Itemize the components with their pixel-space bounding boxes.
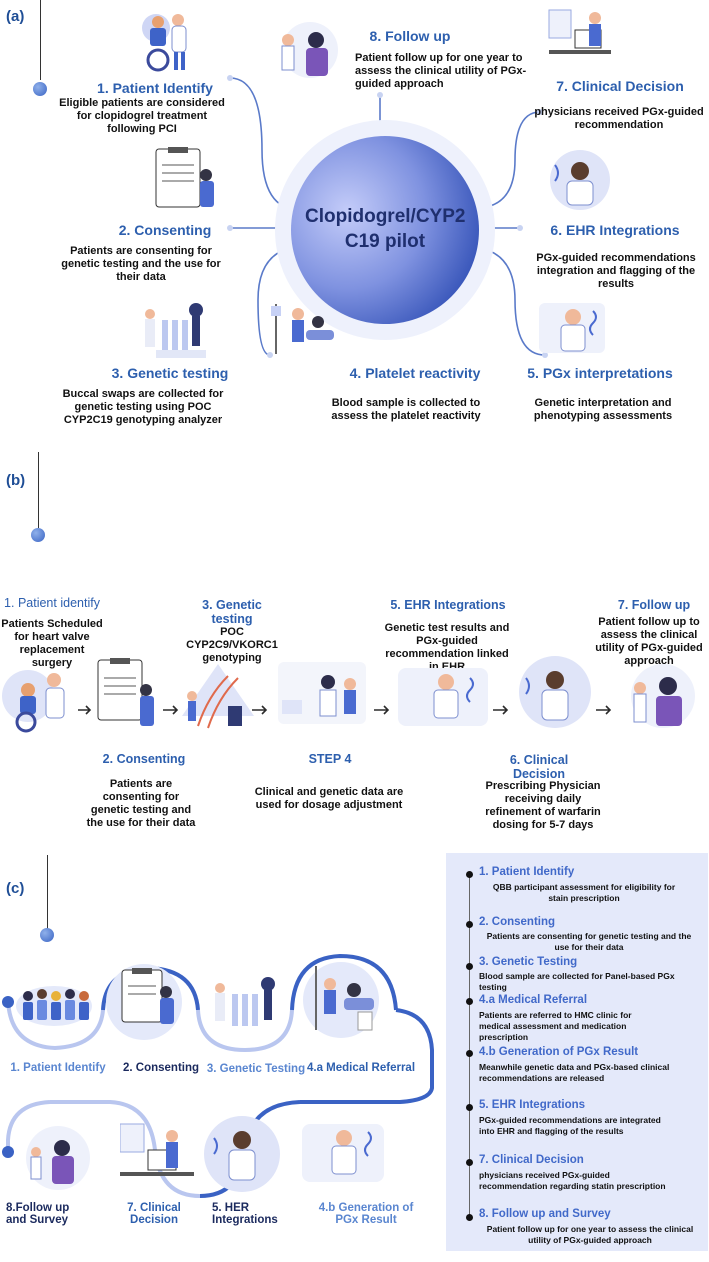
b-step-5-title: 5. EHR Integrations [390,598,506,612]
b-doctor-ehr-icon [398,668,488,726]
b-step-1-title: 1. Patient identify [4,596,100,610]
c-list-bullet-3 [466,963,473,970]
b-step-7-title: 7. Follow up [617,598,691,612]
c-list-desc-1: QBB participant assessment for eligibili… [492,882,676,903]
c-flow-label-3: 3. Genetic Testing [206,1063,306,1075]
c-list-title-4a: 4.a Medical Referral [479,994,588,1006]
a-step-2-desc: Patients are consenting for genetic test… [61,245,221,283]
b-step-1-desc: Patients Scheduled for heart valve repla… [1,618,103,669]
c-clinical-decision-icon [120,1123,194,1176]
c-flow-label-2: 2. Consenting [122,1062,200,1074]
c-list-desc-2: Patients are consenting for genetic test… [486,931,692,952]
a-step-8-desc: Patient follow up for one year to assess… [355,52,527,90]
c-consent-form-icon [106,964,182,1040]
c-list-timeline [469,872,470,1218]
b-step-3-title: 3. Genetic testing [202,598,262,626]
c-list-bullet-8 [466,1214,473,1221]
a-step-1-title: 1. Patient Identify [97,80,213,96]
b-step-2-title: 2. Consenting [102,752,186,766]
b-step-3-desc: POC CYP2C9/VKORC1 genotyping [186,626,278,664]
a-step-3-desc: Buccal swaps are collected for genetic t… [62,388,224,426]
blood-draw-icon [271,304,334,354]
a-step-7-desc: physicians received PGx-guided recommend… [534,106,704,131]
panel-c-pin-dot [40,928,54,942]
b-patient-wheelchair-icon [2,670,65,733]
panel-c-pin-line [47,855,48,933]
c-list-desc-5: PGx-guided recommendations are integrate… [479,1115,661,1136]
c-list-title-1: 1. Patient Identify [479,866,575,878]
a-step-1-desc: Eligible patients are considered for clo… [59,97,225,135]
b-step-6-desc: Prescribing Physician receiving daily re… [485,780,601,831]
dosage-lab-icon [278,662,366,724]
b-step-5-desc: Genetic test results and PGx-guided reco… [384,622,510,673]
b-clinical-decision-icon [519,656,591,728]
c-list-desc-4a: Patients are referred to HMC clinic for … [479,1010,632,1042]
patient-wheelchair-icon [142,14,187,72]
panel-a-label: (a) [6,8,25,25]
b-step-6-title: 6. Clinical Decision [509,753,569,781]
b-step-2-desc: Patients are consenting for genetic test… [86,778,196,829]
c-list-title-4b: 4.b Generation of PGx Result [479,1046,639,1058]
a-step-5-desc: Genetic interpretation and phenotyping a… [533,397,673,422]
c-list-bullet-7 [466,1159,473,1166]
lab-testing-icon [145,303,206,358]
c-list-title-5: 5. EHR Integrations [479,1099,586,1111]
c-list-bullet-4b [466,1050,473,1057]
c-lab-testing-icon [215,977,275,1026]
a-step-4-desc: Blood sample is collected to assess the … [331,397,481,422]
c-list-desc-7: physicians received PGx-guided recommend… [479,1170,666,1191]
b-follow-up-icon [631,664,695,728]
a-step-6-desc: PGx-guided recommendations integration a… [536,252,696,290]
c-pgx-result-icon [302,1124,384,1182]
c-flow-label-5: 5. HER Integrations [212,1202,278,1226]
panel-c-label: (c) [6,880,25,897]
follow-up-icon [281,22,338,78]
dna-robot-icon [182,664,254,729]
panel-a-connectors [227,75,548,358]
b-consent-form-icon [97,658,154,726]
a-step-5-title: 5. PGx interpretations [527,365,673,381]
c-list-desc-4b: Meanwhile genetic data and PGx-based cli… [479,1062,670,1083]
c-list-bullet-4a [466,998,473,1005]
b-step-7-desc: Patient follow up to assess the clinical… [595,616,703,667]
panel-b-pin-dot [31,528,45,542]
panel-b-pin-line [38,452,39,528]
group-patients-icon [16,986,92,1026]
c-steps-panel [446,853,708,1251]
clinical-decision-icon [548,9,611,54]
consent-form-icon [155,147,214,208]
pgx-interpretation-icon [539,303,605,353]
c-list-desc-3: Blood sample are collected for Panel-bas… [479,971,675,992]
c-blood-draw-icon [303,962,379,1038]
center-label: Clopidogrel/CYP2 C19 pilot [305,206,466,252]
c-list-desc-8: Patient follow up for one year to assess… [486,1224,694,1245]
a-step-2-title: 2. Consenting [118,222,212,238]
c-flow-label-1: 1. Patient Identify [10,1062,106,1074]
center-circle [291,136,479,324]
c-doctor-ehr-icon [204,1116,280,1192]
c-list-bullet-5 [466,1104,473,1111]
doctor-ehr-icon [550,150,610,210]
c-list-title-7: 7. Clinical Decision [479,1154,584,1166]
c-flow-label-8: 8.Follow up and Survey [6,1202,70,1226]
c-list-title-2: 2. Consenting [479,916,556,928]
c-flow-label-7: 7. Clinical Decision [127,1202,181,1226]
b-step-4-desc: Clinical and genetic data are used for d… [254,786,404,811]
b-step-4-title: STEP 4 [308,752,352,766]
c-list-title-3: 3. Genetic Testing [479,956,578,968]
panel-b-label: (b) [6,472,26,489]
a-step-6-title: 6. EHR Integrations [550,222,680,238]
c-follow-up-icon [26,1126,90,1190]
a-step-4-title: 4. Platelet reactivity [349,365,481,381]
c-flow-label-4a: 4.a Medical Referral [306,1062,416,1074]
c-list-title-8: 8. Follow up and Survey [479,1208,611,1220]
c-flow-label-4b: 4.b Generation of PGx Result [318,1202,414,1226]
panel-a-pin-dot [33,82,47,96]
c-list-bullet-2 [466,921,473,928]
a-step-3-title: 3. Genetic testing [111,365,229,381]
a-step-7-title: 7. Clinical Decision [556,78,684,94]
c-list-bullet-1 [466,871,473,878]
a-step-8-title: 8. Follow up [369,28,451,44]
panel-a-pin-line [40,0,41,80]
